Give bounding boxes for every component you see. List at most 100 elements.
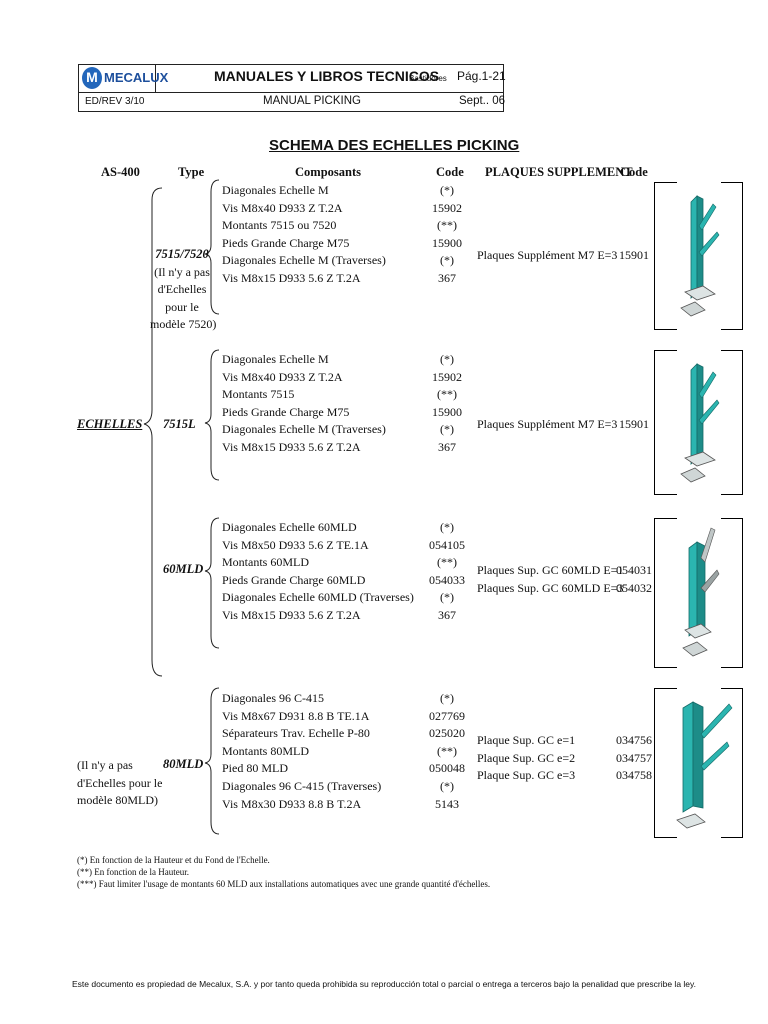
footnotes: (*) En fonction de la Hauteur et du Fond… bbox=[77, 854, 490, 890]
codes-group-2: (*) 15902 (**) 15900 (*) 367 bbox=[417, 351, 477, 457]
as400-note-line: (Il n'y a pas bbox=[77, 758, 133, 772]
component-name: Diagonales Echelle M bbox=[222, 352, 329, 366]
component-code: 15900 bbox=[432, 404, 462, 419]
group-brace-4 bbox=[204, 687, 220, 835]
mecalux-logo-icon bbox=[82, 67, 102, 89]
component-name: Pieds Grande Charge M75 bbox=[222, 235, 350, 250]
plate-code: 15901 bbox=[619, 417, 649, 431]
rack-illustration-2 bbox=[680, 363, 720, 483]
component-name: Vis M8x30 D933 8.8 B T.2A bbox=[222, 796, 362, 811]
plate-name: Plaque Sup. GC e=1 bbox=[477, 733, 576, 747]
component-code: 367 bbox=[438, 607, 456, 622]
header-logo-divider bbox=[155, 65, 156, 92]
column-composants: Composants bbox=[295, 165, 361, 179]
plate-name: Plaques Supplément M7 E=3 bbox=[477, 417, 618, 431]
document-title: SCHEMA DES ECHELLES PICKING bbox=[269, 137, 520, 154]
component-code: (**) bbox=[437, 555, 457, 570]
component-code: (*) bbox=[440, 520, 454, 534]
group-brace-2 bbox=[204, 349, 220, 481]
plate-code: 054031 bbox=[616, 563, 652, 577]
header-page: Pág.1-21 bbox=[457, 69, 506, 83]
type-label: 7515/7520 bbox=[155, 247, 209, 261]
component-code: (*) bbox=[440, 253, 454, 268]
component-name: Montants 7515 ou 7520 bbox=[222, 218, 337, 233]
column-as400: AS-400 bbox=[101, 165, 140, 179]
footnote: (***) Faut limiter l'usage de montants 6… bbox=[77, 879, 491, 889]
component-name: Pieds Grande Charge M75 bbox=[222, 404, 350, 419]
as400-echelles-label: ECHELLES bbox=[77, 417, 143, 431]
as400-note: (Il n'y a pas d'Echelles pour le modèle … bbox=[77, 757, 162, 810]
upright-7515l bbox=[690, 363, 698, 465]
plate-code: 034757 bbox=[616, 750, 652, 765]
plate-code: 054032 bbox=[616, 580, 652, 595]
component-code: (*) bbox=[440, 778, 454, 793]
rack-illustration-3 bbox=[682, 527, 720, 657]
plates-group-3: Plaques Sup. GC 60MLD E=1 Plaques Sup. G… bbox=[477, 562, 623, 597]
component-name: Vis M8x15 D933 5.6 Z T.2A bbox=[222, 270, 361, 285]
type-80mld: 80MLD bbox=[163, 757, 204, 771]
plate-name: Plaque Sup. GC e=2 bbox=[477, 750, 576, 765]
type-7515l: 7515L bbox=[163, 417, 196, 431]
page-footer: Este documento es propiedad de Mecalux, … bbox=[71, 979, 697, 989]
rack-image-frame-4 bbox=[654, 688, 743, 838]
header-date: Sept.. 06 bbox=[459, 95, 506, 107]
component-name: Vis M8x40 D933 Z T.2A bbox=[222, 200, 343, 215]
component-code: (*) bbox=[440, 422, 454, 437]
column-type: Type bbox=[178, 165, 205, 179]
component-name: Pied 80 MLD bbox=[222, 761, 288, 776]
component-code: 15902 bbox=[432, 200, 462, 215]
header-main-title: MANUALES Y LIBROS TECNICOS bbox=[214, 68, 440, 84]
component-code: 054105 bbox=[429, 537, 465, 552]
rack-illustration-4 bbox=[676, 701, 733, 829]
component-code: 15900 bbox=[432, 235, 462, 250]
component-code: 367 bbox=[438, 270, 456, 285]
components-group-4: Diagonales 96 C-415 Vis M8x67 D931 8.8 B… bbox=[222, 690, 381, 813]
plate-name: Plaques Sup. GC 60MLD E=3 bbox=[477, 580, 624, 595]
component-name: Vis M8x15 D933 5.6 Z T.2A bbox=[222, 439, 361, 454]
component-code: 5143 bbox=[435, 796, 459, 811]
component-name: Séparateurs Trav. Echelle P-80 bbox=[222, 726, 370, 741]
upright-80mld bbox=[682, 701, 694, 813]
group-brace-1 bbox=[204, 179, 220, 315]
rack-illustration-1 bbox=[680, 195, 720, 317]
plate-code: 15901 bbox=[619, 248, 649, 262]
codes-group-1: (*) 15902 (**) 15900 (*) 367 bbox=[417, 182, 477, 288]
component-name: Diagonales Echelle 60MLD bbox=[222, 520, 357, 534]
component-name: Diagonales Echelle M (Traverses) bbox=[222, 422, 386, 437]
components-group-3: Diagonales Echelle 60MLD Vis M8x50 D933 … bbox=[222, 519, 414, 625]
component-name: Vis M8x15 D933 5.6 Z T.2A bbox=[222, 607, 361, 622]
document-header: MECALUX MANUALES Y LIBROS TECNICOS Basti… bbox=[78, 64, 506, 112]
component-code: 027769 bbox=[429, 708, 465, 723]
component-code: (*) bbox=[440, 352, 454, 366]
component-code: 025020 bbox=[429, 726, 465, 741]
component-code: (*) bbox=[440, 691, 454, 705]
column-plaques: PLAQUES SUPPLEMENT bbox=[485, 165, 633, 179]
component-name: Montants 80MLD bbox=[222, 743, 309, 758]
component-code: (**) bbox=[437, 218, 457, 233]
components-group-2: Diagonales Echelle M Vis M8x40 D933 Z T.… bbox=[222, 351, 386, 457]
type-60mld: 60MLD bbox=[163, 562, 204, 576]
codes-group-4: (*) 027769 025020 (**) 050048 (*) 5143 bbox=[417, 690, 477, 813]
header-subtitle: MANUAL PICKING bbox=[263, 95, 361, 107]
component-name: Vis M8x67 D931 8.8 B TE.1A bbox=[222, 708, 370, 723]
component-name: Diagonales Echelle M (Traverses) bbox=[222, 253, 386, 268]
plate-name: Plaque Sup. GC e=3 bbox=[477, 768, 576, 783]
header-divider bbox=[79, 92, 503, 93]
outer-brace bbox=[143, 187, 163, 677]
type-note-line: modèle 7520) bbox=[150, 317, 217, 332]
column-code: Code bbox=[436, 165, 464, 179]
component-code: (**) bbox=[437, 387, 457, 402]
component-name: Pieds Grande Charge 60MLD bbox=[222, 572, 366, 587]
component-name: Diagonales 96 C-415 (Traverses) bbox=[222, 778, 382, 793]
component-code: 054033 bbox=[429, 572, 465, 587]
rack-image-frame-1 bbox=[654, 182, 743, 330]
rack-image-frame-3 bbox=[654, 518, 743, 668]
upright-7515 bbox=[690, 195, 698, 299]
plate-code: 034758 bbox=[616, 768, 652, 783]
plate-codes-group-4: 034756 034757 034758 bbox=[616, 732, 652, 785]
plate-code: 034756 bbox=[616, 733, 652, 747]
component-code: (**) bbox=[437, 743, 457, 758]
logo-text: MECALUX bbox=[104, 70, 169, 85]
header-section: Bastidores bbox=[409, 74, 447, 83]
